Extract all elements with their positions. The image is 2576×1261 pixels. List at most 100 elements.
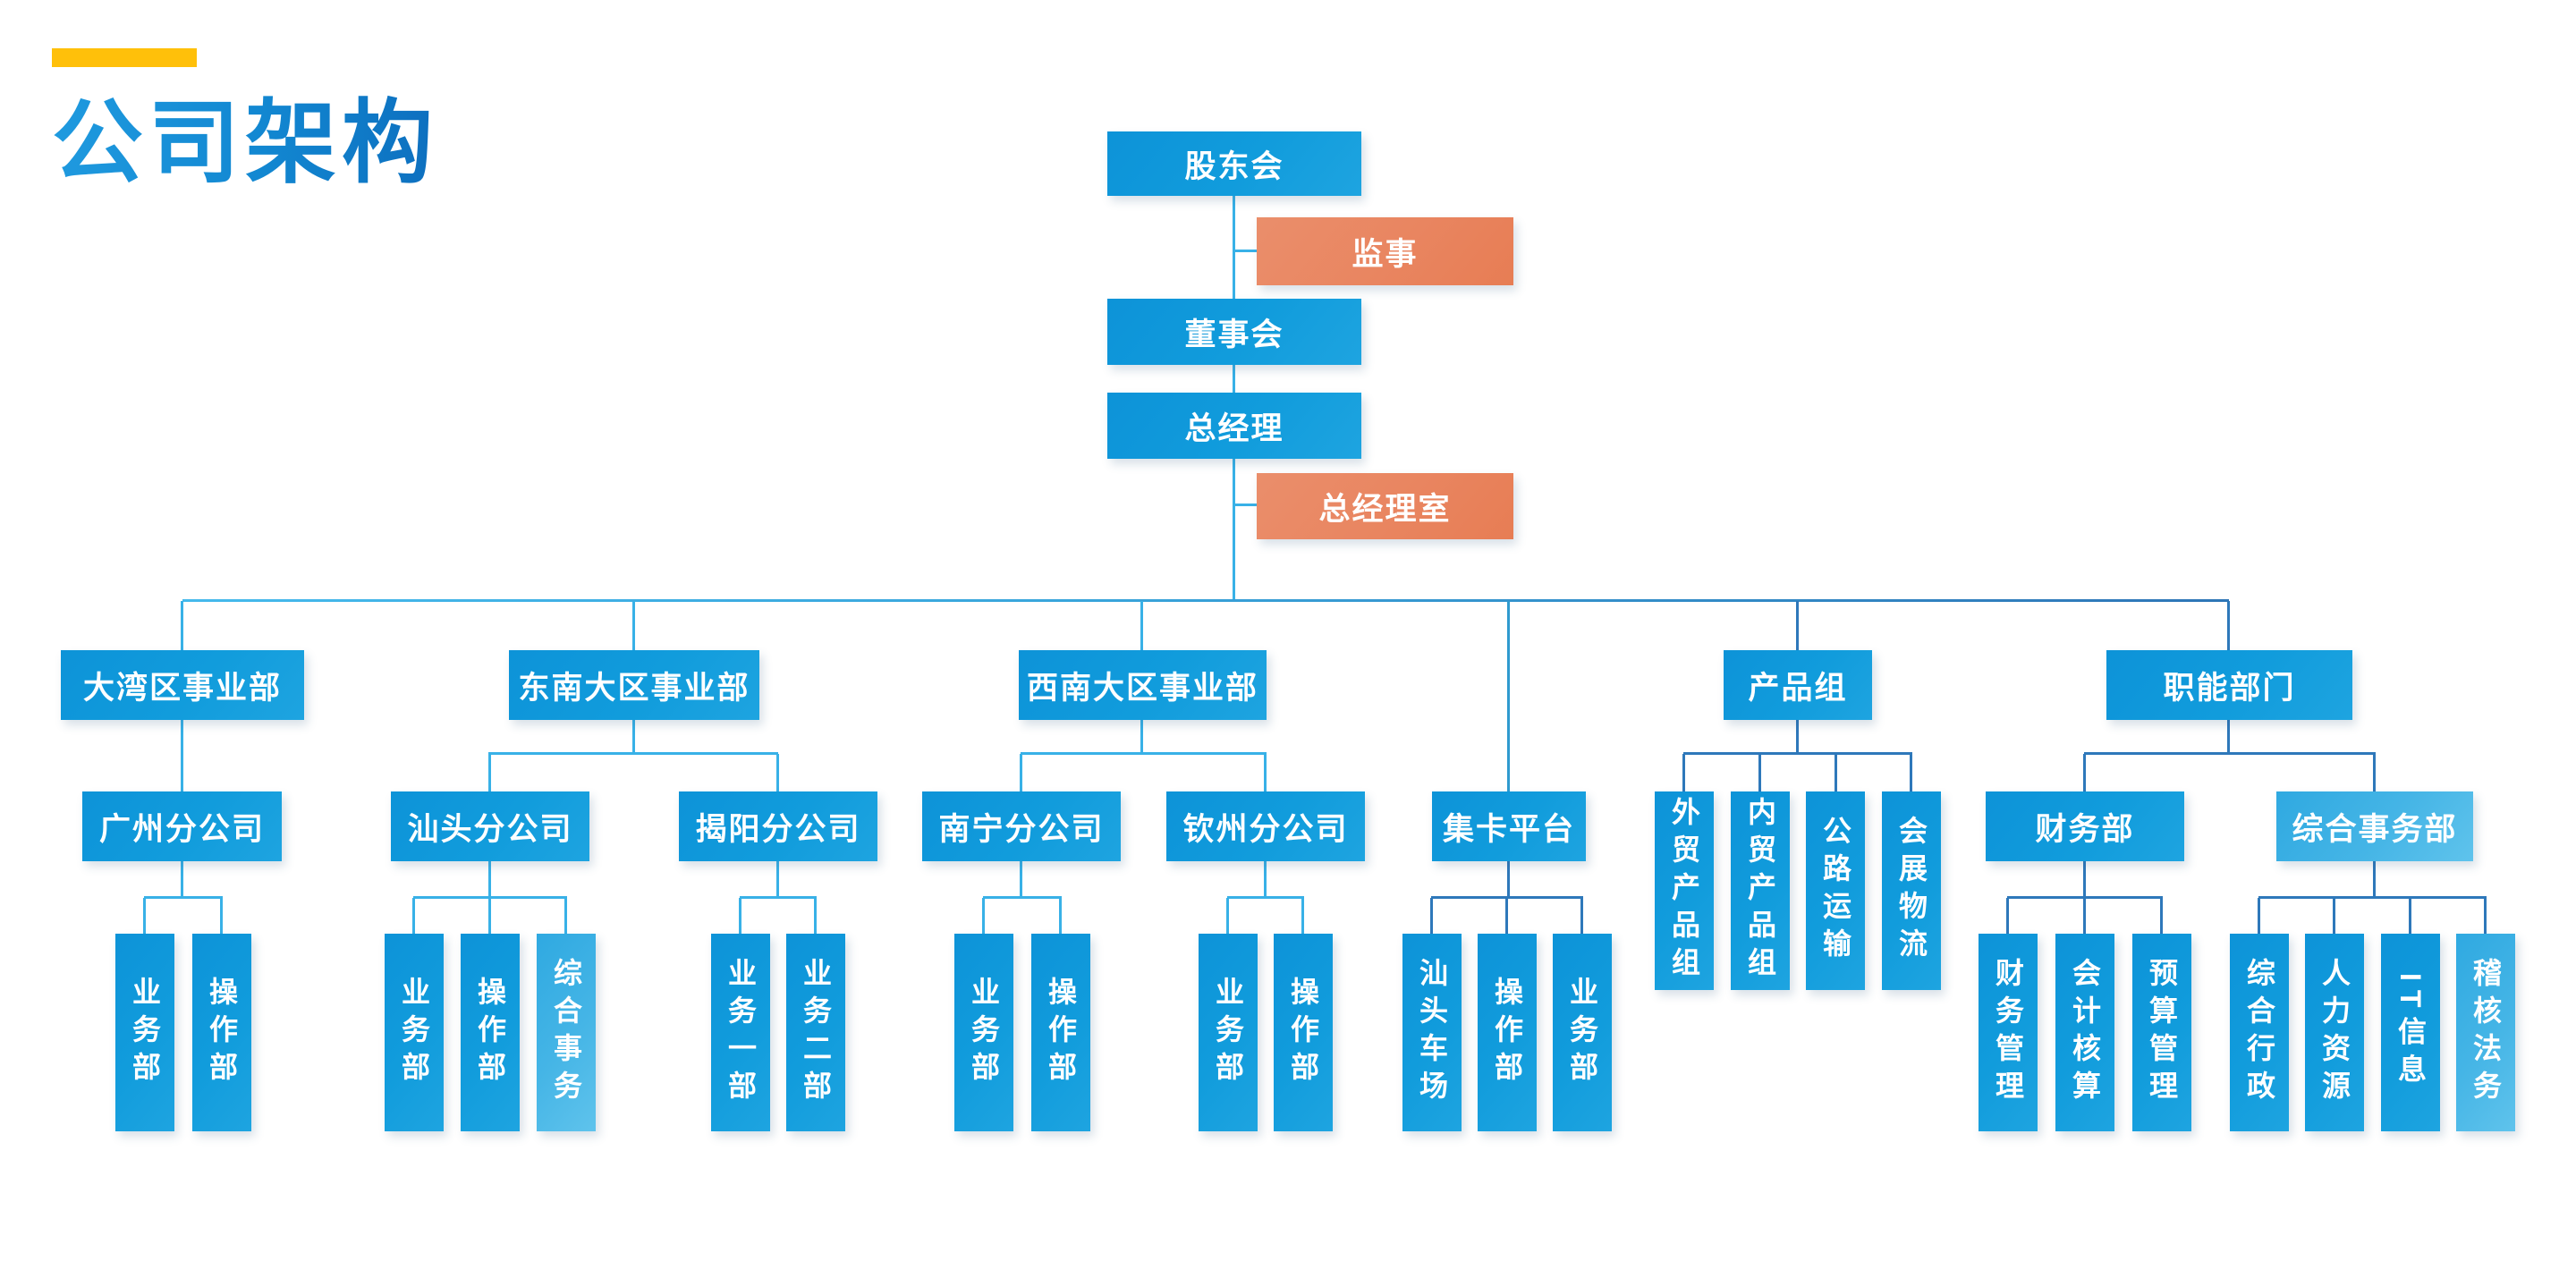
- node-supervisor: 监事: [1257, 217, 1513, 285]
- connector-se-childbus: [488, 752, 778, 755]
- node-guangzhou-branch: 广州分公司: [82, 791, 282, 861]
- connector-child-drop: [2083, 754, 2086, 791]
- connector-gm-office-stub: [1234, 504, 1258, 506]
- connector-drop-gba: [181, 601, 183, 650]
- connector-child-drop: [488, 754, 491, 791]
- node-product-group: 产品组: [1724, 650, 1872, 720]
- connector-drop-truck-platform: [1507, 601, 1510, 791]
- connector-finance-bus: [2083, 861, 2086, 898]
- node-functional-departments: 职能部门: [2106, 650, 2352, 720]
- connector-child-drop: [2083, 898, 2086, 934]
- node-jy-sales-dept-1: 业务一部: [711, 934, 770, 1131]
- node-greater-bay-division: 大湾区事业部: [61, 650, 304, 720]
- node-audit-legal: 稽核法务: [2456, 934, 2515, 1131]
- node-domestic-trade-product-group: 内贸产品组: [1731, 791, 1790, 990]
- node-jk-sales-dept: 业务部: [1553, 934, 1612, 1131]
- connector-product-down: [1796, 720, 1799, 754]
- connector-truck-childbus: [1431, 896, 1583, 899]
- connector-nanning-childbus: [983, 896, 1062, 899]
- node-qz-operations-dept: 操作部: [1274, 934, 1333, 1131]
- node-human-resources: 人力资源: [2305, 934, 2364, 1131]
- node-finance-department: 财务部: [1986, 791, 2184, 861]
- connector-jieyang-bus: [776, 861, 779, 898]
- connector-child-drop: [2333, 898, 2335, 934]
- connector-qinzhou-childbus: [1227, 896, 1304, 899]
- connector-child-drop: [2409, 898, 2411, 934]
- node-nanning-branch: 南宁分公司: [922, 791, 1121, 861]
- node-gz-operations-dept: 操作部: [192, 934, 251, 1131]
- connector-guangzhou-childbus: [144, 896, 223, 899]
- node-general-affairs-department: 综合事务部: [2276, 791, 2473, 861]
- connector-sw-childbus: [1021, 752, 1267, 755]
- connector-qinzhou-bus: [1264, 861, 1267, 898]
- node-st-general-affairs: 综合事务: [537, 934, 596, 1131]
- connector-nanning-bus: [1020, 861, 1022, 898]
- connector-child-drop: [1226, 898, 1229, 934]
- connector-child-drop: [2006, 898, 2009, 934]
- connector-functional-childbus: [2084, 752, 2376, 755]
- connector-functional-down: [2227, 720, 2230, 754]
- node-general-administration: 综合行政: [2230, 934, 2289, 1131]
- node-qz-sales-dept: 业务部: [1199, 934, 1258, 1131]
- node-truck-platform: 集卡平台: [1432, 791, 1586, 861]
- connector-main-bus: [182, 599, 2229, 602]
- node-accounting: 会计核算: [2055, 934, 2114, 1131]
- connector-child-drop: [1059, 898, 1062, 934]
- connector-child-drop: [982, 898, 985, 934]
- connector-shareholders-board: [1233, 196, 1235, 299]
- node-jk-operations-dept: 操作部: [1478, 934, 1537, 1131]
- connector-gba-guangzhou: [181, 720, 183, 791]
- connector-child-drop: [220, 898, 223, 934]
- node-nn-operations-dept: 操作部: [1031, 934, 1090, 1131]
- title-accent-bar: [52, 48, 197, 67]
- node-general-manager: 总经理: [1107, 393, 1361, 459]
- node-exhibition-logistics: 会展物流: [1882, 791, 1941, 990]
- connector-child-drop: [412, 898, 415, 934]
- node-shareholders-meeting: 股东会: [1107, 131, 1361, 196]
- connector-child-drop: [2373, 754, 2376, 791]
- connector-gm-bus: [1233, 459, 1235, 601]
- connector-child-drop: [2258, 898, 2260, 934]
- connector-child-drop: [776, 754, 779, 791]
- connector-child-drop: [739, 898, 741, 934]
- connector-child-drop: [814, 898, 817, 934]
- connector-child-drop: [1430, 898, 1433, 934]
- node-board-of-directors: 董事会: [1107, 299, 1361, 365]
- connector-ga-bus: [2373, 861, 2376, 898]
- connector-jieyang-childbus: [740, 896, 817, 899]
- connector-child-drop: [143, 898, 146, 934]
- connector-shantou-childbus: [413, 896, 567, 899]
- connector-board-gm: [1233, 365, 1235, 393]
- node-st-operations-dept: 操作部: [461, 934, 520, 1131]
- connector-product-childbus: [1683, 752, 1912, 755]
- connector-child-drop: [1835, 754, 1837, 791]
- node-budget-management: 预算管理: [2132, 934, 2191, 1131]
- connector-se-down: [632, 720, 635, 754]
- node-road-transport: 公路运输: [1806, 791, 1865, 990]
- node-nn-sales-dept: 业务部: [954, 934, 1013, 1131]
- connector-shantou-bus: [488, 861, 491, 898]
- node-southwest-division: 西南大区事业部: [1019, 650, 1267, 720]
- node-southeast-division: 东南大区事业部: [509, 650, 759, 720]
- node-shantou-truck-yard: 汕头车场: [1402, 934, 1462, 1131]
- node-financial-management: 财务管理: [1979, 934, 2038, 1131]
- connector-child-drop: [1264, 754, 1267, 791]
- connector-truck-bus: [1507, 861, 1510, 898]
- connector-sw-down: [1140, 720, 1143, 754]
- connector-child-drop: [564, 898, 567, 934]
- node-jy-sales-dept-2: 业务二部: [786, 934, 845, 1131]
- connector-child-drop: [1682, 754, 1685, 791]
- connector-supervisor-stub: [1234, 250, 1258, 252]
- connector-finance-childbus: [2007, 896, 2163, 899]
- connector-child-drop: [488, 898, 491, 934]
- connector-child-drop: [2160, 898, 2163, 934]
- connector-child-drop: [1020, 754, 1022, 791]
- node-jieyang-branch: 揭阳分公司: [679, 791, 877, 861]
- node-foreign-trade-product-group: 外贸产品组: [1655, 791, 1714, 990]
- connector-drop-sw: [1140, 601, 1143, 650]
- connector-drop-functional: [2227, 601, 2230, 650]
- connector-child-drop: [2484, 898, 2487, 934]
- node-qinzhou-branch: 钦州分公司: [1166, 791, 1365, 861]
- connector-drop-se: [632, 601, 635, 650]
